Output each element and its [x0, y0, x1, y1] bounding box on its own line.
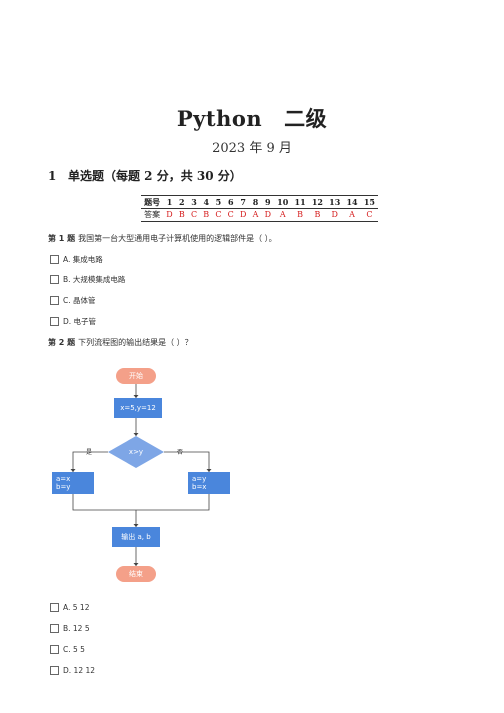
question-1-label: 第 1 题	[48, 234, 76, 243]
question-number: 13	[326, 195, 344, 209]
question-2-label: 第 2 题	[48, 338, 76, 347]
question-number: 1	[163, 195, 176, 209]
answer-value: D	[326, 208, 344, 222]
answer-table: 题号 1 2 3 4 5 6 7 8 9 10 11 12 13 14 15 答…	[141, 195, 379, 222]
title-language: Python	[176, 106, 263, 131]
answer-value: A	[274, 208, 292, 222]
flowchart-start: 开始	[116, 368, 156, 384]
question-number: 11	[291, 195, 309, 209]
question-1-stem: 第 1 题我国第一台大型通用电子计算机使用的逻辑部件是（ ）。	[48, 233, 277, 244]
question-1-text: 我国第一台大型通用电子计算机使用的逻辑部件是（ ）。	[78, 234, 277, 243]
flowchart-no-line1: a=y	[192, 475, 207, 483]
decision-diamond	[108, 436, 164, 468]
question-1-option-d[interactable]: D. 电子管	[50, 316, 96, 327]
flowchart-no-line2: b=x	[192, 483, 207, 491]
question-number: 8	[249, 195, 262, 209]
option-checkbox[interactable]	[50, 603, 59, 612]
option-checkbox[interactable]	[50, 255, 59, 264]
question-number: 2	[175, 195, 188, 209]
option-label: B. 12 5	[63, 624, 90, 633]
question-2-option-b[interactable]: B. 12 5	[50, 624, 90, 633]
question-1-option-a[interactable]: A. 集成电路	[50, 254, 103, 265]
option-checkbox[interactable]	[50, 317, 59, 326]
question-number: 12	[308, 195, 327, 209]
flowchart-assign: x=5,y=12	[114, 398, 162, 418]
document-title: Python 二级	[0, 103, 504, 133]
question-2-stem: 第 2 题下列流程图的输出结果是（ ）？	[48, 337, 193, 348]
question-number: 15	[360, 195, 379, 209]
answer-value: C	[212, 208, 225, 222]
answer-table-header-row: 题号 1 2 3 4 5 6 7 8 9 10 11 12 13 14 15	[141, 195, 379, 209]
answer-table-header-label: 题号	[141, 195, 164, 209]
answer-value: A	[343, 208, 361, 222]
flowchart: 开始 x=5,y=12 x>y 是 否 a=x b=y a=y b=x 输出 a…	[48, 360, 230, 586]
answer-value: B	[308, 208, 327, 222]
question-number: 7	[236, 195, 250, 209]
question-2-text: 下列流程图的输出结果是（ ）？	[78, 338, 193, 347]
flowchart-end: 结束	[116, 566, 156, 582]
option-label: C. 晶体管	[63, 296, 96, 305]
option-checkbox[interactable]	[50, 275, 59, 284]
flowchart-connectors	[70, 384, 212, 566]
flowchart-condition: x>y	[128, 448, 144, 456]
answer-value: D	[236, 208, 250, 222]
answer-value: B	[291, 208, 309, 222]
answer-value: B	[175, 208, 188, 222]
option-label: D. 12 12	[63, 666, 96, 675]
section-title: 单选题（每题 2 分，共 30 分）	[68, 169, 242, 183]
question-1-option-c[interactable]: C. 晶体管	[50, 295, 96, 306]
question-number: 14	[343, 195, 361, 209]
question-2-option-d[interactable]: D. 12 12	[50, 666, 95, 675]
flowchart-yes-branch: a=x b=y	[52, 472, 94, 494]
option-label: B. 大规模集成电路	[63, 275, 126, 284]
option-checkbox[interactable]	[50, 296, 59, 305]
flowchart-no-branch: a=y b=x	[188, 472, 230, 494]
option-checkbox[interactable]	[50, 624, 59, 633]
question-number: 5	[212, 195, 225, 209]
title-level: 二级	[284, 106, 328, 131]
section-heading: 1 单选题（每题 2 分，共 30 分）	[48, 167, 242, 184]
question-number: 9	[261, 195, 275, 209]
option-label: A. 5 12	[63, 603, 90, 612]
question-number: 3	[187, 195, 201, 209]
flowchart-output: 输出 a, b	[112, 527, 160, 547]
flowchart-yes-label: 是	[86, 449, 93, 456]
answer-value: A	[249, 208, 262, 222]
option-label: A. 集成电路	[63, 255, 103, 264]
answer-value: D	[261, 208, 275, 222]
question-2-option-c[interactable]: C. 5 5	[50, 645, 85, 654]
answer-table-answer-row: 答案 D B C B C C D A D A B B D A C	[141, 208, 379, 222]
question-number: 10	[274, 195, 292, 209]
question-1-option-b[interactable]: B. 大规模集成电路	[50, 274, 125, 285]
flowchart-yes-line1: a=x	[56, 475, 71, 483]
answer-value: C	[360, 208, 379, 222]
question-number: 4	[200, 195, 213, 209]
answer-value: C	[187, 208, 201, 222]
flowchart-no-label: 否	[177, 449, 184, 456]
option-label: D. 电子管	[63, 317, 97, 326]
flowchart-yes-line2: b=y	[56, 483, 71, 491]
question-number: 6	[224, 195, 237, 209]
option-checkbox[interactable]	[50, 666, 59, 675]
section-number: 1	[48, 169, 57, 183]
answer-value: C	[224, 208, 237, 222]
question-2-option-a[interactable]: A. 5 12	[50, 603, 89, 612]
answer-value: B	[200, 208, 213, 222]
answer-value: D	[163, 208, 176, 222]
document-date: 2023 年 9 月	[212, 141, 292, 156]
option-checkbox[interactable]	[50, 645, 59, 654]
answer-table-answer-label: 答案	[141, 208, 164, 222]
option-label: C. 5 5	[63, 645, 85, 654]
